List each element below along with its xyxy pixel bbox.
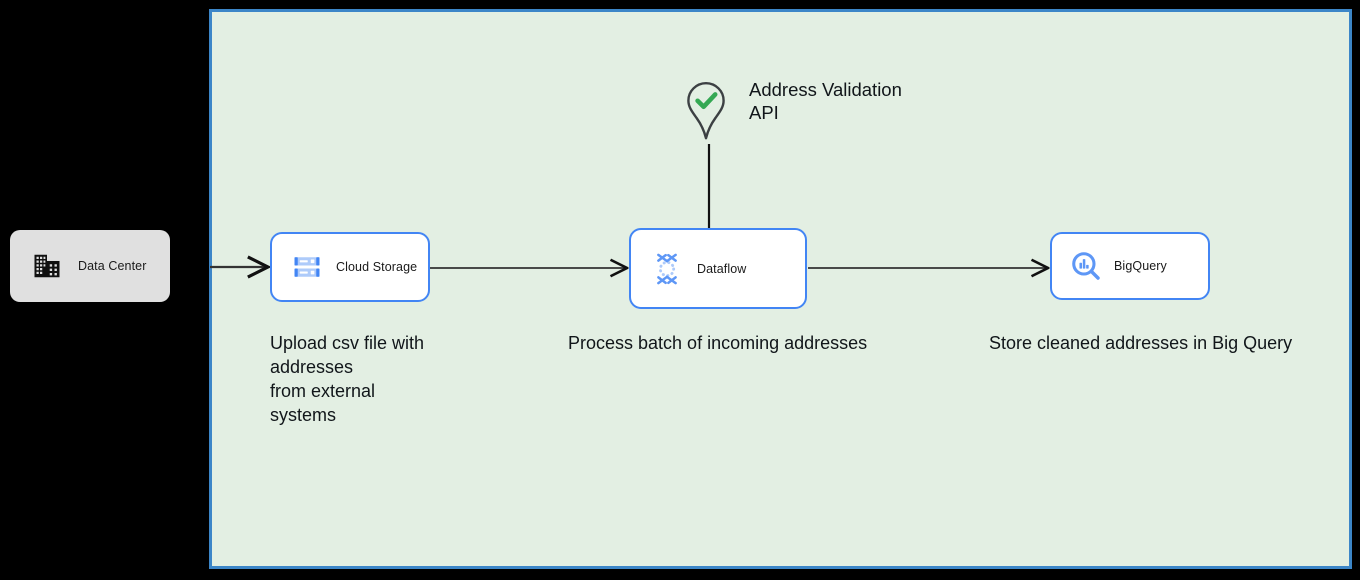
caption-process-batch: Process batch of incoming addresses	[568, 333, 868, 353]
node-label-dataflow: Dataflow	[697, 261, 747, 276]
node-bigquery[interactable]: BigQuery	[1050, 232, 1210, 300]
node-address-validation-api[interactable]: Address Validation API	[685, 78, 902, 147]
data-center-building-icon	[32, 251, 62, 281]
caption-store-cleaned: Store cleaned addresses in Big Query	[989, 333, 1293, 353]
node-data-center[interactable]: Data Center	[10, 230, 170, 302]
dataflow-icon	[651, 252, 683, 286]
bigquery-icon	[1070, 250, 1102, 282]
node-label-data-center: Data Center	[78, 259, 147, 273]
node-dataflow[interactable]: Dataflow	[629, 228, 807, 309]
node-label-address-validation-api: Address Validation API	[749, 79, 902, 123]
node-cloud-storage[interactable]: Cloud Storage	[270, 232, 430, 302]
node-label-cloud-storage: Cloud Storage	[336, 260, 418, 274]
caption-upload-csv: Upload csv file with addresses from exte…	[270, 333, 425, 425]
node-label-bigquery: BigQuery	[1114, 259, 1167, 273]
map-pin-check-icon	[685, 80, 727, 147]
cloud-storage-icon	[292, 252, 322, 282]
